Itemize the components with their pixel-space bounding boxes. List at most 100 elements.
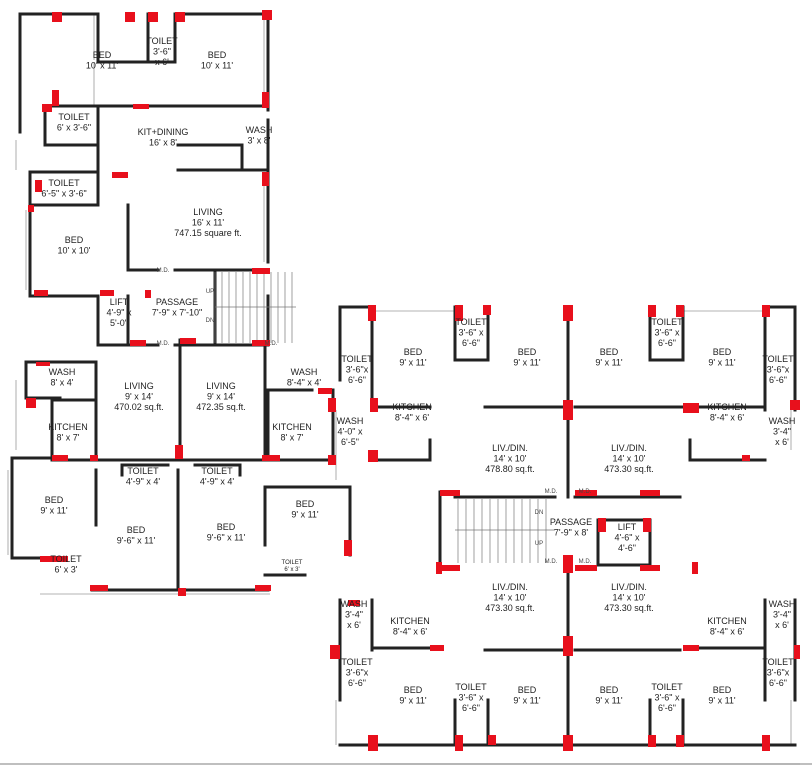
room-label-line: 3'-6" x [655,693,680,703]
column [262,455,280,461]
room-label-line: x 6' [775,437,789,447]
column [90,455,98,461]
columns [26,10,800,751]
column [455,305,463,321]
room-label-line: 3'-4" [773,610,791,620]
room-label-line: BED [404,347,423,357]
room-label-line: 6' x 3' [55,565,78,575]
column [430,645,444,651]
column [598,518,606,532]
room-label-line: TOILET [455,317,487,327]
column [488,735,496,745]
column [42,104,52,112]
room-label-line: 9' x 11' [399,358,427,368]
staircases [214,272,555,563]
room-label-line: 8'-4" x 6' [393,627,427,637]
room-label-g-livdin: LIV./DIN.14' x 10'473.30 sq.ft. [485,582,535,613]
room-label-line: 3'-6"x [346,365,369,375]
column [676,305,684,317]
room-label-line: LIV./DIN. [492,582,528,592]
room-label-line: 14' x 10' [613,593,646,603]
column [100,290,114,296]
room-label-line: 5'-0" [110,318,128,328]
main-door-label: M.D. [157,341,170,347]
room-label-d-livdin: LIV./DIN.14' x 10'478.80 sq.ft. [485,443,535,474]
room-label-line: x 6' [775,620,789,630]
column [676,735,684,747]
main-door-label: M.D. [157,268,170,274]
room-label-line: 6'-6" [769,375,787,385]
stair-down-label: DN [535,510,544,516]
column [370,398,378,412]
column [26,398,36,408]
room-label-line: 8'-4" x 4' [287,378,321,388]
room-label-line: 8' x 4' [51,378,74,388]
column [648,305,656,317]
room-label-line: BED [93,50,112,60]
room-label-line: 9' x 11' [708,696,736,706]
column [262,172,269,186]
room-label-line: BED [65,235,84,245]
room-label-line: 747.15 square ft. [174,228,242,238]
column [125,12,135,22]
room-label-line: 8'-4" x 6' [710,413,744,423]
room-label-line: 9'-6" x 11' [117,536,156,546]
room-label-line: LIFT [618,522,637,532]
room-label-line: 6'-6" [348,678,366,688]
room-label-line: KIT+DINING [138,127,189,137]
column [255,585,271,591]
column [35,180,42,192]
column [795,402,800,410]
column [683,645,699,651]
room-label-line: BED [713,347,732,357]
column [563,305,573,321]
column [348,600,360,606]
room-label-line: 6'-6" [348,375,366,385]
room-label-line: 3' x 8' [248,136,271,146]
room-label-line: 9' x 11' [513,358,541,368]
room-label-line: LIV./DIN. [611,443,647,453]
room-label-line: 14' x 10' [613,454,646,464]
room-label-line: 9' x 14' [207,392,235,402]
column [742,455,750,461]
room-label-line: 3'-6" x [459,328,484,338]
column [178,588,186,596]
room-label-line: 6'-5" [341,437,359,447]
room-label-line: TOILET [341,354,373,364]
room-label-line: BED [296,499,315,509]
small-labels: UP DN M.D. M.D. M.D. DN UP M.D. M.D. M.D… [157,268,592,565]
room-label-line: 4'-9" x [107,308,132,318]
stair-up-label: UP [535,541,543,547]
room-label-line: 4'-9" x 4' [126,477,160,487]
column [252,340,270,346]
room-label-line: x 6' [155,57,169,67]
column [40,556,68,562]
room-label-line: 6' x 3' [284,567,299,573]
column [368,735,378,751]
